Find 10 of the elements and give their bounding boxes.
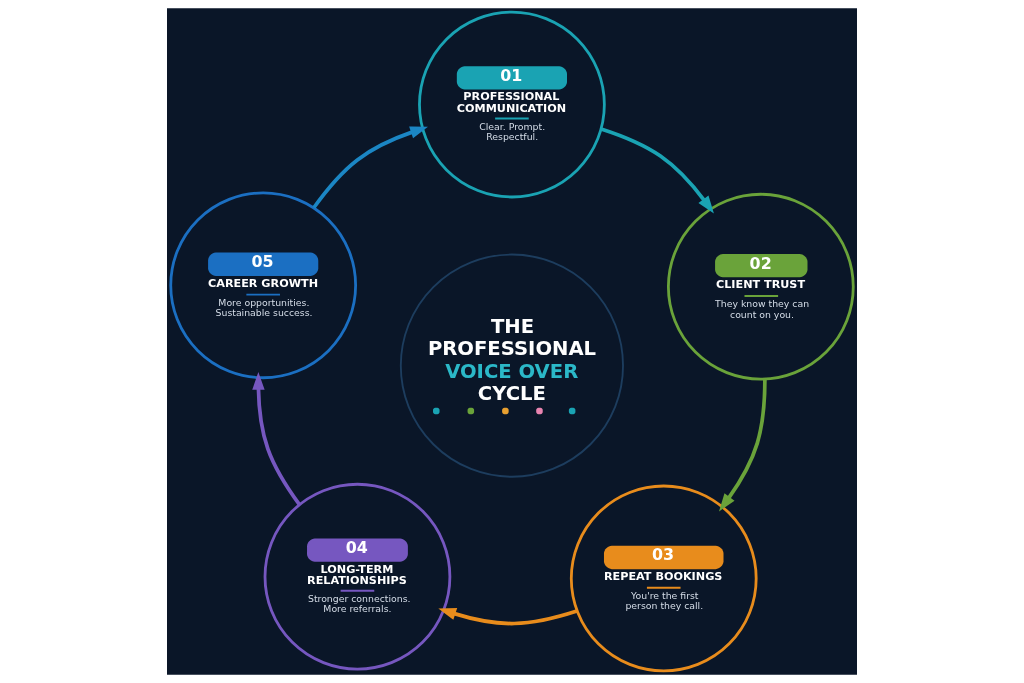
node-circle: THE PROFESSIONAL VOICE OVER CYCLE xyxy=(399,253,624,478)
arrow xyxy=(312,126,428,209)
node-circle: 04 LONG-TERM RELATIONSHIPS Stronger connections. More referrals. xyxy=(263,482,452,671)
node-circle: 03 REPEAT BOOKINGS You're the first person they call. xyxy=(569,484,758,673)
arrow xyxy=(719,379,767,512)
arrow xyxy=(252,372,301,506)
node-circle: 01 PROFESSIONAL COMMUNICATION Clear. Prompt. Respectful. xyxy=(418,10,606,199)
arrow xyxy=(600,127,714,214)
arrow xyxy=(438,608,578,626)
node-circle: 05 CAREER GROWTH More opportunities. Sustainable success. xyxy=(169,191,357,380)
